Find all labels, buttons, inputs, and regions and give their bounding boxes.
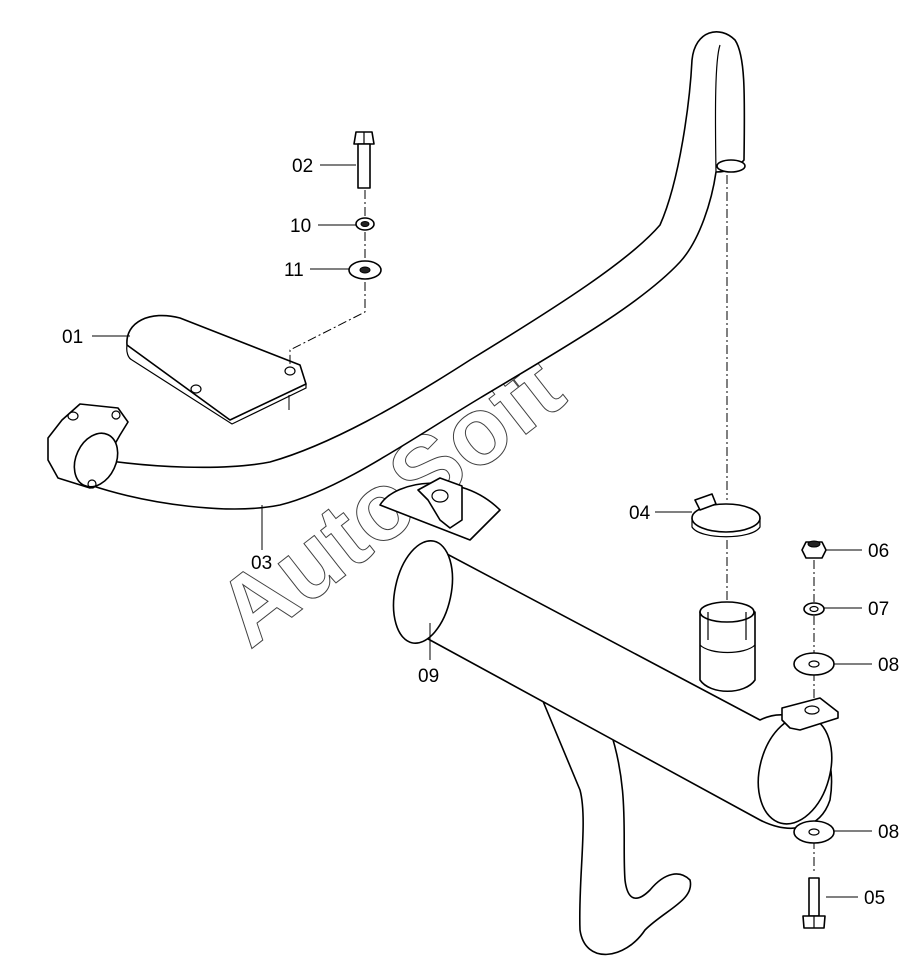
callout-03: 03 bbox=[251, 553, 272, 574]
clamp-band-04 bbox=[691, 493, 761, 538]
rubber-washer-08-lower bbox=[793, 820, 835, 844]
bolt-05 bbox=[802, 877, 826, 929]
callout-06: 06 bbox=[868, 541, 889, 562]
muffler-09 bbox=[379, 477, 839, 956]
callout-01: 01 bbox=[62, 327, 83, 348]
callout-08-lower: 08 bbox=[878, 822, 899, 843]
callout-09: 09 bbox=[418, 666, 439, 687]
rubber-washer-08-upper bbox=[793, 652, 835, 676]
callout-04: 04 bbox=[629, 503, 651, 524]
callout-05: 05 bbox=[864, 888, 885, 909]
callout-02: 02 bbox=[292, 156, 313, 177]
callout-08-upper: 08 bbox=[878, 655, 899, 676]
bolt-02 bbox=[353, 131, 375, 189]
callout-10: 10 bbox=[290, 216, 311, 237]
centerline-bolt-02 bbox=[289, 190, 366, 366]
callout-07: 07 bbox=[868, 599, 889, 620]
heat-shield-01 bbox=[126, 314, 307, 425]
flat-washer-11 bbox=[348, 260, 382, 280]
exhaust-pipe-03 bbox=[47, 31, 746, 510]
callout-11: 11 bbox=[284, 260, 304, 281]
leader-lines bbox=[92, 164, 872, 898]
nut-06 bbox=[801, 540, 827, 559]
lock-washer-07 bbox=[803, 602, 825, 616]
lock-washer-10 bbox=[355, 217, 375, 231]
